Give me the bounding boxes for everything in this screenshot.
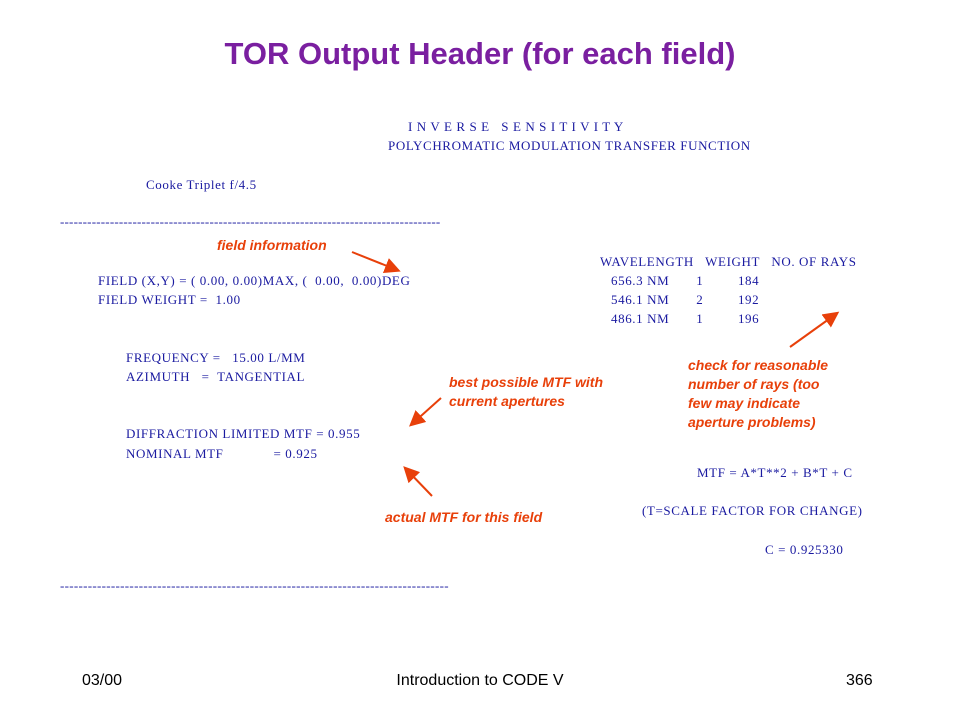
nominal-mtf-line: NOMINAL MTF = 0.925 bbox=[126, 446, 318, 461]
field-xy-line: FIELD (X,Y) = ( 0.00, 0.00)MAX, ( 0.00, … bbox=[98, 273, 411, 288]
frequency-line: FREQUENCY = 15.00 L/MM bbox=[126, 350, 306, 365]
field-weight-line: FIELD WEIGHT = 1.00 bbox=[98, 292, 241, 307]
wavelength-row: 486.1 NM 1 196 bbox=[611, 311, 760, 326]
annotation-rays-check: check for reasonable number of rays (too… bbox=[688, 356, 828, 432]
output-heading-inverse-sensitivity: I N V E R S E S E N S I T I V I T Y bbox=[408, 119, 624, 134]
annotation-line: aperture problems) bbox=[688, 414, 816, 430]
annotation-line: current apertures bbox=[449, 393, 565, 409]
mtf-equation: MTF = A*T**2 + B*T + C bbox=[697, 465, 853, 480]
wavelength-table-header: WAVELENGTH WEIGHT NO. OF RAYS bbox=[600, 254, 857, 269]
footer-course-title: Introduction to CODE V bbox=[396, 672, 564, 689]
c-value: C = 0.925330 bbox=[765, 542, 844, 557]
annotation-actual-mtf: actual MTF for this field bbox=[385, 509, 543, 525]
lens-name: Cooke Triplet f/4.5 bbox=[146, 177, 257, 192]
annotation-best-mtf: best possible MTF with current apertures bbox=[449, 373, 603, 411]
arrow-rays-check bbox=[789, 311, 840, 348]
annotation-field-information: field information bbox=[217, 237, 327, 253]
arrow-field-information bbox=[351, 251, 401, 273]
footer-page-number: 366 bbox=[846, 672, 873, 689]
wavelength-row: 656.3 NM 1 184 bbox=[611, 273, 760, 288]
annotation-line: check for reasonable bbox=[688, 357, 829, 373]
arrow-actual-mtf bbox=[403, 466, 433, 497]
wavelength-row: 546.1 NM 2 192 bbox=[611, 292, 760, 307]
divider-bottom: ----------------------------------------… bbox=[60, 578, 449, 593]
diffraction-limited-mtf-line: DIFFRACTION LIMITED MTF = 0.955 bbox=[126, 426, 361, 441]
footer-date: 03/00 bbox=[82, 672, 123, 689]
slide-title: TOR Output Header (for each field) bbox=[224, 36, 736, 71]
annotation-line: best possible MTF with bbox=[449, 374, 604, 390]
azimuth-line: AZIMUTH = TANGENTIAL bbox=[126, 369, 306, 384]
scale-factor-note: (T=SCALE FACTOR FOR CHANGE) bbox=[642, 503, 863, 518]
annotation-line: few may indicate bbox=[688, 395, 801, 411]
divider-top: ----------------------------------------… bbox=[60, 214, 441, 229]
arrow-best-mtf bbox=[409, 397, 442, 427]
output-heading-polychromatic-mtf: POLYCHROMATIC MODULATION TRANSFER FUNCTI… bbox=[388, 138, 751, 153]
annotation-line: number of rays (too bbox=[688, 376, 820, 392]
